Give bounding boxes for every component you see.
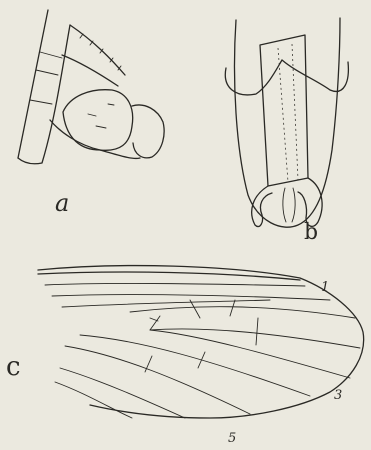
vein-r1 (52, 295, 330, 300)
vein-r2 (130, 307, 355, 318)
wing-outline (38, 266, 364, 418)
panel-b-label: b (304, 222, 318, 244)
panel-a-cercus-lower (62, 55, 118, 86)
panel-c-drawing (38, 266, 364, 418)
vein-cu1 (65, 346, 250, 414)
wing-stigma (150, 318, 158, 321)
panel-b-left-lobe (225, 60, 282, 95)
panel-a-segment-outline (18, 25, 70, 164)
vein-label-5: 5 (228, 432, 236, 445)
vein-subcosta (45, 283, 305, 286)
panel-b-left-clasper (252, 186, 272, 227)
panel-a-cercus-upper (70, 25, 125, 75)
panel-b-central-rod (260, 35, 308, 186)
panel-b-center-lines (283, 188, 295, 222)
panel-a-drawing (18, 10, 164, 164)
panel-b-body-outline (235, 18, 341, 227)
vein-label-3: 3 (334, 389, 342, 402)
vein-label-1: 1 (321, 281, 329, 294)
vein-cu2 (60, 368, 185, 418)
panel-a-gonopod-tip (132, 105, 164, 158)
vein-m2 (80, 335, 310, 396)
panel-a-ventral-plate (50, 120, 140, 158)
wing-crossveins (145, 300, 258, 372)
panel-a-label: a (55, 191, 69, 215)
vein-anal (55, 382, 132, 418)
panel-a-segment-front-line (18, 10, 48, 158)
vein-r3 (150, 329, 360, 348)
panel-a-gonopod-marks (88, 104, 114, 128)
vein-r-branch (62, 300, 270, 307)
panel-b-drawing (225, 18, 348, 227)
panel-a-gonopod-large (63, 90, 133, 151)
panel-c-label: c (6, 354, 21, 380)
wing-costa (38, 272, 300, 280)
